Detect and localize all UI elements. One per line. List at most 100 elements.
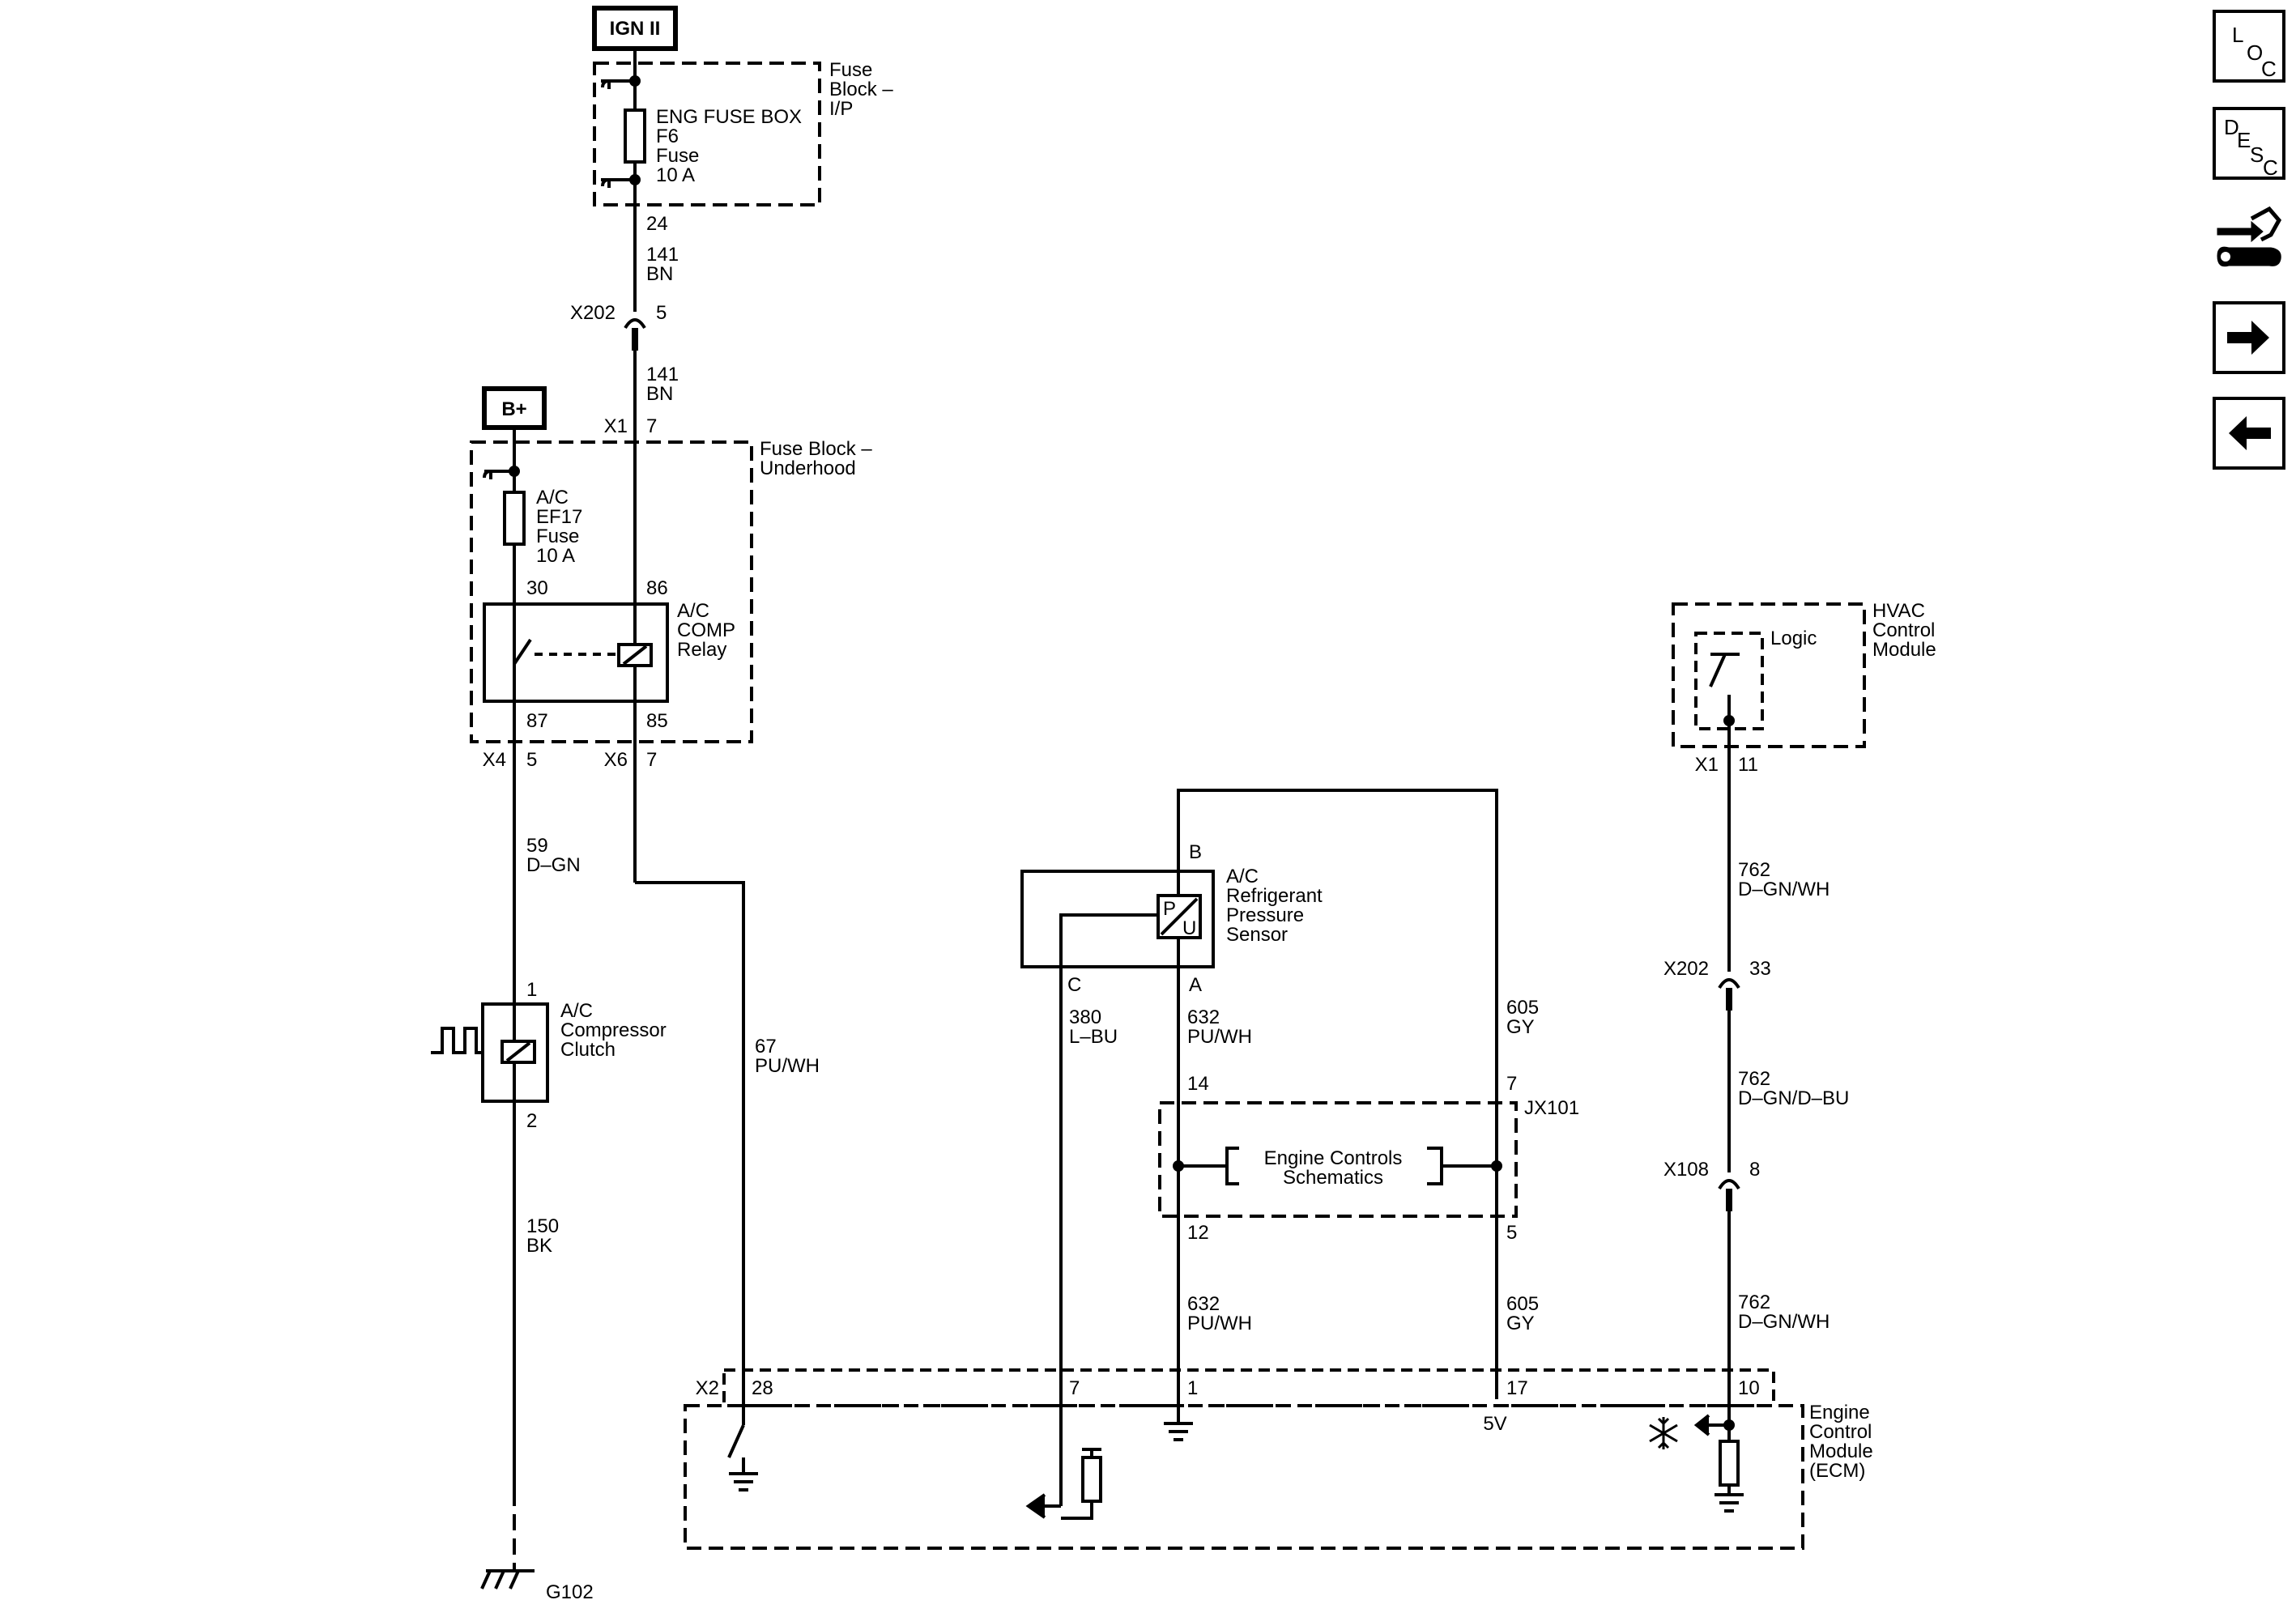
clutch-coil <box>501 1040 536 1064</box>
ecm-label-1: Engine <box>1809 1402 1870 1423</box>
fuse-block-ip-title: Fuse <box>829 59 872 81</box>
relay-pin-86: 86 <box>646 577 668 599</box>
connector-repair-button[interactable] <box>2213 202 2285 275</box>
hvac-logic-box <box>1694 632 1764 730</box>
fuse-ef17-label-4: 10 A <box>536 545 575 567</box>
fuse-block-ip-box <box>593 62 821 206</box>
ac-refrigerant-pressure-sensor <box>1020 870 1215 968</box>
wire-632-b-circuit: 632 <box>1187 1293 1220 1315</box>
x202-connector-right <box>1718 978 1740 989</box>
wire-762-b-color: D–GN/D–BU <box>1738 1087 1849 1109</box>
ecm-x2-label: X2 <box>696 1377 719 1399</box>
connector-wrench-icon <box>2217 206 2282 267</box>
sensor-pin-a: A <box>1189 974 1202 996</box>
sensor-label-2: Refrigerant <box>1226 885 1323 907</box>
uh-x6-label: X6 <box>604 749 628 771</box>
ign-ii-text: IGN II <box>610 18 661 40</box>
sensor-symbol-p: P <box>1163 898 1176 920</box>
sensor-label-4: Sensor <box>1226 924 1288 946</box>
loc-button-c: C <box>2261 57 2277 81</box>
hvac-x1-label: X1 <box>1695 754 1719 776</box>
sensor-pin-b: B <box>1189 841 1202 863</box>
next-page-button[interactable] <box>2213 301 2285 374</box>
wire-605-b-circuit: 605 <box>1506 1293 1539 1315</box>
jx101-box <box>1158 1101 1518 1218</box>
b-plus-text: B+ <box>501 398 526 420</box>
ecm-pin-7: 7 <box>1069 1377 1080 1399</box>
wire-632-b-color: PU/WH <box>1187 1313 1252 1334</box>
ecm-pin-28: 28 <box>752 1377 773 1399</box>
clutch-label-3: Clutch <box>560 1039 616 1061</box>
hvac-label-1: HVAC <box>1872 600 1925 622</box>
fuse-block-underhood-title-2: Underhood <box>760 457 856 479</box>
fuse-f6 <box>624 109 646 164</box>
ac-comp-relay <box>483 602 669 703</box>
jx101-pin-5: 5 <box>1506 1222 1517 1244</box>
wire-762-a-circuit: 762 <box>1738 859 1770 881</box>
hvac-label-3: Module <box>1872 639 1936 661</box>
jx101-pin-14: 14 <box>1187 1073 1209 1095</box>
ecm-label-2: Control <box>1809 1421 1872 1443</box>
desc-button-e: E <box>2237 128 2251 152</box>
ecm-label-4: (ECM) <box>1809 1460 1865 1482</box>
ground-g102-label: G102 <box>546 1581 594 1603</box>
fuse-block-underhood-title: Fuse Block – <box>760 438 872 460</box>
fuse-block-ip-title-2: Block – <box>829 79 893 100</box>
hvac-logic-label: Logic <box>1770 628 1817 649</box>
ecm-x2-connector <box>722 1368 1775 1407</box>
engine-control-module-box <box>684 1404 1804 1550</box>
sensor-label-1: A/C <box>1226 866 1259 887</box>
x202-connector-top <box>624 318 646 330</box>
fuse-f6-label-3: Fuse <box>656 145 699 167</box>
wire-141-a-circuit: 141 <box>646 244 679 266</box>
fuse-block-ip-title-3: I/P <box>829 98 853 120</box>
wire-141-b-circuit: 141 <box>646 364 679 385</box>
wire-762-c-circuit: 762 <box>1738 1291 1770 1313</box>
fuse-block-underhood-box <box>470 440 753 743</box>
relay-pin-30: 30 <box>526 577 548 599</box>
wire-67-color: PU/WH <box>755 1055 820 1077</box>
previous-page-button[interactable] <box>2213 397 2285 470</box>
x202-right-connector-label: X202 <box>1663 958 1709 980</box>
fuse-ef17 <box>503 491 526 546</box>
arrow-right-icon <box>2227 321 2269 355</box>
jx101-pin-12: 12 <box>1187 1222 1209 1244</box>
arrow-left-icon <box>2229 416 2271 450</box>
uh-x1-pin: 7 <box>646 415 657 437</box>
ground-g102 <box>480 1569 535 1589</box>
ecm-pin-10: 10 <box>1738 1377 1760 1399</box>
loc-button[interactable]: L O C <box>2213 10 2285 83</box>
sensor-pin-c: C <box>1067 974 1081 996</box>
wire-59-color: D–GN <box>526 854 581 876</box>
hvac-control-module-box <box>1672 602 1866 748</box>
clutch-label-2: Compressor <box>560 1019 667 1041</box>
relay-pin-85: 85 <box>646 710 668 732</box>
desc-button-s: S <box>2250 143 2264 167</box>
wire-380-circuit: 380 <box>1069 1006 1101 1028</box>
wire-380-color: L–BU <box>1069 1026 1118 1048</box>
ecm-label-3: Module <box>1809 1440 1873 1462</box>
uh-x4-pin: 5 <box>526 749 537 771</box>
loc-button-l: L <box>2232 23 2244 47</box>
fuse-f6-label-4: 10 A <box>656 164 695 186</box>
wire-632-a-color: PU/WH <box>1187 1026 1252 1048</box>
fuse-ef17-label-1: A/C <box>536 487 569 509</box>
x202-right-pin: 33 <box>1749 958 1771 980</box>
relay-label-3: Relay <box>677 639 726 661</box>
ecm-pin-1: 1 <box>1187 1377 1198 1399</box>
desc-button-c: C <box>2263 155 2278 180</box>
x108-pin: 8 <box>1749 1159 1760 1181</box>
fuse-f6-label-2: F6 <box>656 126 679 147</box>
wire-632-a-circuit: 632 <box>1187 1006 1220 1028</box>
desc-button[interactable]: D E S C <box>2213 107 2285 180</box>
wire-141-b-color: BN <box>646 383 673 405</box>
ac-snowflake-icon <box>1649 1417 1678 1449</box>
jx101-text-1: Engine Controls <box>1264 1147 1403 1169</box>
relay-pin-87: 87 <box>526 710 548 732</box>
fuse-ef17-label-3: Fuse <box>536 526 579 547</box>
jx101-name: JX101 <box>1524 1097 1579 1119</box>
wire-59-circuit: 59 <box>526 835 548 857</box>
relay-label-2: COMP <box>677 619 735 641</box>
x202-top-connector-label: X202 <box>570 302 616 324</box>
